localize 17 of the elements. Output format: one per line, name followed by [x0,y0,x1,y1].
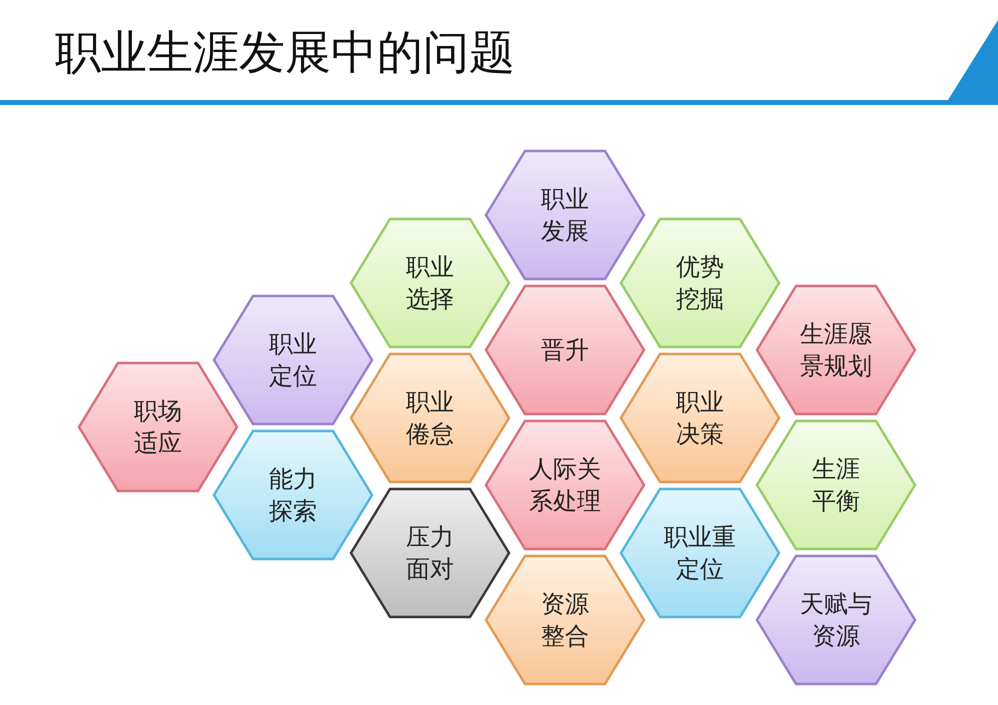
tile-label: 生涯愿景规划 [800,319,872,382]
tile-label: 资源整合 [541,589,589,652]
tile-label: 职业重定位 [664,522,736,585]
tile-label: 职业选择 [406,252,454,315]
tile-label: 天赋与资源 [800,589,872,652]
tile-label: 职业倦怠 [406,387,454,450]
tile-label: 职场适应 [134,396,182,459]
tile-label: 生涯平衡 [812,454,860,517]
tile-label: 人际关系处理 [529,454,601,517]
tile-label: 优势挖掘 [676,252,724,315]
slide-title: 职业生涯发展中的问题 [55,24,515,81]
tile-label: 职业定位 [269,329,317,392]
tile-label: 晋升 [541,335,589,366]
tile-label: 压力面对 [406,522,454,585]
tile-label: 职业发展 [541,184,589,247]
tile-label: 职业决策 [676,387,724,450]
tile-label: 能力探索 [269,464,317,527]
